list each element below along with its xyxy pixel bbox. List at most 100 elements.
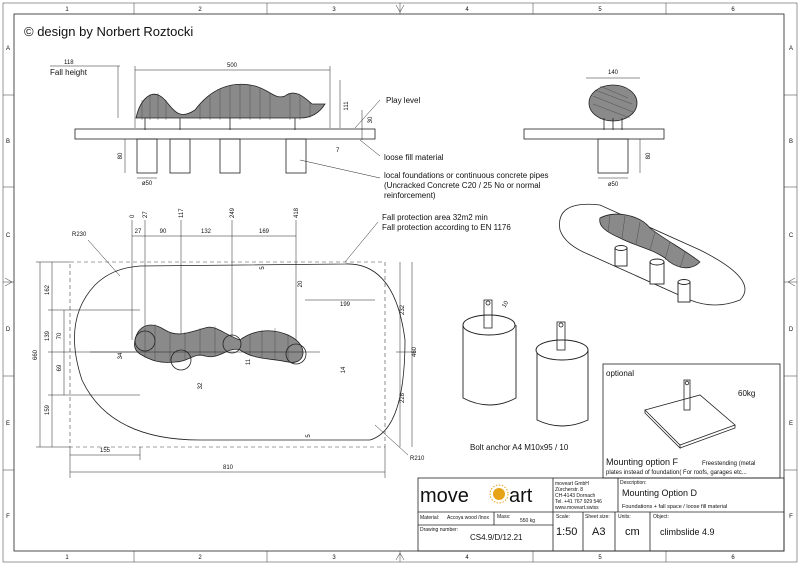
fall-area-note-2: Fall protection according to EN 1176 [382,223,511,232]
row-label-c: C [6,233,11,239]
side-depth: 80 [646,152,652,159]
left-dim-70: 70 [57,332,63,339]
col-label-6: 6 [731,7,735,13]
left-dim-162: 162 [45,284,51,295]
slat-lines [141,84,311,120]
fall-height-value: 118 [64,60,74,66]
anchor-dim: 10 [502,300,511,309]
drawing-label: Drawing number: [420,527,458,533]
bottom-dim-810: 810 [223,465,234,471]
col-label-5: 5 [598,7,602,13]
top-dim-249: 249 [230,207,236,218]
units-value: cm [625,526,640,538]
side-foundation-dia: ø50 [608,182,619,188]
top-dim-27: 27 [143,211,149,218]
drawing-value: CS4.9/D/12.21 [470,533,523,542]
base-dim: 30 [368,116,374,123]
row-labels-right: A B C D E F [789,46,794,520]
mounting-sub: Freestending (metal [702,461,755,467]
height-dim: 111 [344,101,350,111]
seg-dim-27: 27 [135,229,142,235]
col-label-1: 1 [65,555,69,561]
right-dim-228: 228 [400,392,406,403]
small-dim-5b: 5 [306,434,312,438]
foundation-1 [136,138,158,174]
foundations-note-3: reinforcement) [384,191,436,200]
foundation-3 [219,138,241,174]
top-dim-418: 418 [294,207,300,218]
small-dim-20: 20 [298,280,304,287]
foundations-note-2: (Uncracked Concrete C20 / 25 No or norma… [384,181,541,190]
bottom-dim-155: 155 [100,448,111,454]
company-line-1: moveart GmbH [555,481,589,487]
mounting-note: plates instead of foundation( For roofs,… [606,470,747,476]
sheet-value: A3 [592,526,605,538]
top-dim-0: 0 [130,214,136,218]
company-line-2: Zürcherstr. 8 [555,487,583,493]
col-label-1: 1 [65,7,69,13]
row-label-f: F [6,514,10,520]
bolt-anchor-detail: 10 Bolt anchor A4 M10x95 / 10 [462,299,589,452]
seg-dim-90: 90 [160,229,167,235]
col-label-3: 3 [332,555,336,561]
material-value: Accoya wood /Inox [447,515,489,521]
col-label-2: 2 [198,7,202,13]
fall-height-label: Fall height [50,68,88,77]
column-labels-top: 1 2 3 4 5 6 [65,7,735,13]
length-dim: 500 [227,63,238,69]
copyright-text: © design by Norbert Roztocki [24,24,193,39]
foundation-4 [285,138,307,174]
mounting-title: Mounting option F [606,457,679,467]
logo-art: art [509,485,533,507]
right-overall: 460 [412,346,418,357]
small-dim-5a: 5 [260,266,266,270]
right-dim-232: 232 [400,304,406,315]
mass-label: Mass: [497,514,510,520]
side-foundation [597,138,629,174]
foundation-depth: 80 [118,152,124,159]
radius-top: R230 [72,232,87,238]
logo-move: move [420,485,469,507]
small-dim-32: 32 [198,382,204,389]
foundations-note-1: local foundations or continuous concrete… [384,171,549,180]
col-label-2: 2 [198,555,202,561]
object-value: climbslide 4.9 [660,527,715,537]
foundation-dia: ø50 [142,181,153,187]
small-dim-34: 34 [118,352,124,359]
material-label: Material: [420,515,439,521]
gap-dim: 7 [336,148,340,154]
company-line-3: CH-4143 Dornach [555,493,596,499]
row-label-a: A [6,46,10,52]
front-elevation: 118 Fall height 500 111 30 [50,60,549,200]
climb-body-plan [134,324,304,363]
loose-fill-label: loose fill material [384,153,444,162]
radius-bottom: R210 [410,456,425,462]
optional-mounting-box: optional 60kg Mounting option F Freesten… [602,363,781,479]
column-labels-bottom: 1 2 3 4 5 6 [65,555,735,561]
sheet-label: Sheet size: [585,514,610,520]
row-label-e: E [789,421,793,427]
plan-view: 0 27 117 249 418 27 90 132 169 R230 660 … [33,207,511,478]
left-dim-159: 159 [45,404,51,415]
title-block: move art moveart GmbH Zürcherstr. 8 CH-4… [417,477,785,552]
left-dim-139: 139 [45,330,51,341]
description-value: Mounting Option D [622,488,698,498]
col-label-6: 6 [731,555,735,561]
units-label: Units: [618,514,631,520]
description-sub: Foundations + fall space / loose fill ma… [622,504,727,510]
col-label-3: 3 [332,7,336,13]
row-label-e: E [6,421,10,427]
row-label-c: C [789,233,794,239]
company-line-4: Tel. +41 767 929 546 [555,499,602,505]
offset-199: 199 [340,302,351,308]
isometric-view [559,203,746,306]
play-level-label: Play level [386,96,420,105]
anchor-label: Bolt anchor A4 M10x95 / 10 [470,443,569,452]
side-view: 140 80 ø50 [523,70,665,188]
row-label-d: D [789,327,794,333]
overall-height: 660 [33,349,39,360]
small-dim-14: 14 [341,366,347,373]
description-label: Description: [620,480,646,486]
